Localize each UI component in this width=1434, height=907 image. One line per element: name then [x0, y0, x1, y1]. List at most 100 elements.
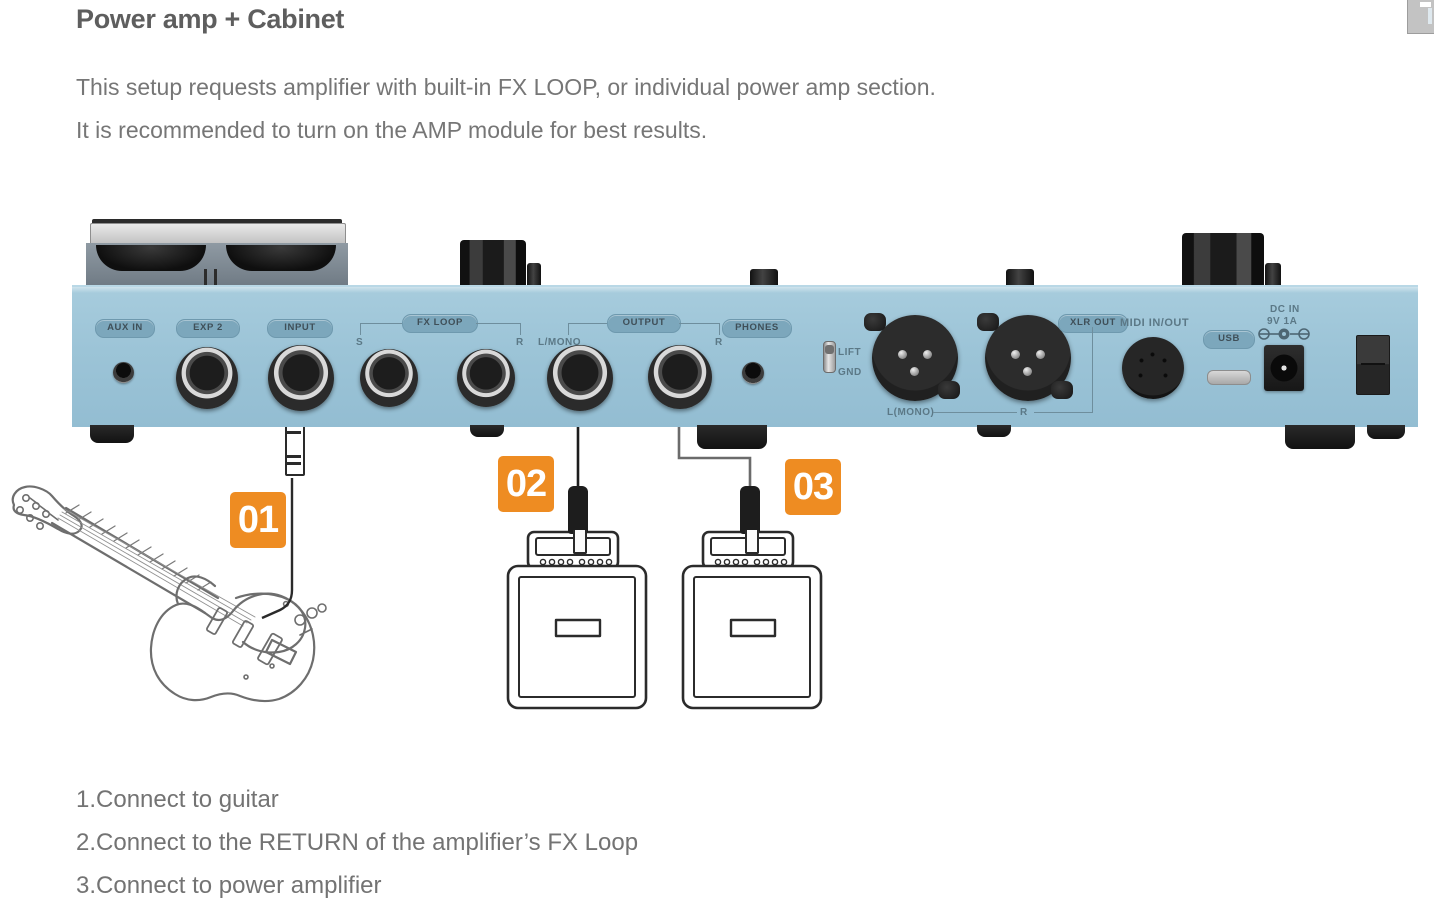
xlr-bracket-line-1 [933, 412, 1017, 413]
xlr-pin-3-right [1023, 367, 1032, 376]
jack-phones[interactable] [742, 362, 764, 384]
intro-paragraph: This setup requests amplifier with built… [76, 66, 936, 152]
amp-stack-left [506, 530, 648, 710]
midi-pin-5 [1163, 373, 1168, 378]
device-foot-far-right [1367, 425, 1405, 439]
usb-port[interactable] [1207, 370, 1251, 385]
xlr-bracket-riser [1092, 327, 1093, 413]
xlr-connector-right[interactable] [977, 313, 1073, 401]
label-phones: PHONES [722, 319, 792, 338]
pedal-spring-left [204, 269, 207, 285]
label-xlr-left: L(MONO) [887, 407, 935, 418]
label-xlr-out: XLR OUT [1058, 314, 1128, 333]
device-foot-mid-left [470, 425, 504, 437]
multi-effects-pedal-rear-panel: AUX IN EXP 2 INPUT FX LOOP S R OUTPUT L/… [72, 219, 1418, 449]
xlr-screw-top-right [977, 313, 999, 331]
label-lift: LIFT [838, 347, 862, 358]
scrollbar-corner-artifact[interactable] [1407, 0, 1434, 34]
step-item-2: 2.Connect to the RETURN of the amplifier… [76, 829, 639, 856]
plug-ring-2 [285, 431, 301, 434]
ground-lift-switch[interactable] [823, 341, 836, 373]
device-foot-center [697, 425, 767, 449]
knob-small-mid-2[interactable] [1006, 269, 1034, 287]
xlr-screw-bottom-right [1051, 381, 1073, 399]
xlr-connector-left[interactable] [864, 313, 960, 401]
pedal-top-edge [92, 219, 342, 226]
dc-polarity-icon [1258, 328, 1310, 340]
output-tick-left [568, 323, 569, 335]
label-usb: USB [1203, 330, 1255, 349]
page-title: Power amp + Cabinet [76, 4, 345, 34]
fx-loop-tick-right [520, 323, 521, 335]
knob-small-mid-1[interactable] [750, 269, 778, 287]
label-output-left: L/MONO [538, 337, 581, 348]
jack-exp-2[interactable] [176, 347, 238, 409]
output-bracket-right [679, 323, 719, 324]
steps-list: 1.Connect to guitar 2.Connect to the RET… [76, 778, 638, 907]
xlr-pin-1-right [1011, 350, 1020, 359]
fx-loop-bracket-left [360, 323, 402, 324]
jack-output-right[interactable] [648, 345, 712, 409]
midi-pin-2 [1139, 358, 1144, 363]
cable-guitar-to-input [261, 478, 294, 620]
label-input: INPUT [267, 319, 333, 338]
output-tick-right [719, 323, 720, 335]
xlr-pin-2-right [1036, 350, 1045, 359]
plug-tip-amp2 [745, 530, 759, 554]
label-fx-loop: FX LOOP [402, 314, 478, 333]
xlr-pin-3-left [910, 367, 919, 376]
label-dc-in-rating: 9V 1A [1267, 316, 1298, 327]
footswitch-right[interactable] [226, 245, 336, 271]
plug-amp1 [568, 486, 588, 534]
midi-connector[interactable] [1122, 337, 1184, 399]
footswitch-left[interactable] [96, 245, 206, 271]
label-midi: MIDI IN/OUT [1120, 317, 1190, 329]
xlr-screw-bottom-left [938, 381, 960, 399]
step-badge-02: 02 [498, 456, 554, 512]
power-switch[interactable] [1356, 335, 1390, 395]
midi-pin-4 [1162, 358, 1167, 363]
jack-fx-loop-return[interactable] [457, 349, 515, 407]
plug-ring-4 [285, 462, 301, 465]
pedal-spring-right [214, 269, 217, 285]
plug-tip-amp1 [573, 530, 587, 554]
label-aux-in: AUX IN [95, 319, 155, 338]
knob-large-left[interactable] [460, 240, 526, 287]
step-item-1: 1.Connect to guitar [76, 786, 279, 813]
intro-line-1: This setup requests amplifier with built… [76, 74, 936, 100]
artifact-highlight [1420, 2, 1431, 7]
intro-line-2: It is recommended to turn on the AMP mod… [76, 117, 708, 143]
label-output: OUTPUT [607, 314, 681, 333]
label-xlr-right: R [1020, 407, 1028, 418]
label-exp-2: EXP 2 [176, 319, 240, 338]
label-fx-loop-return: R [516, 337, 524, 348]
expression-pedal [86, 219, 348, 287]
knob-small-right[interactable] [1265, 263, 1281, 287]
output-bracket-left [568, 323, 607, 324]
jack-aux-in[interactable] [113, 362, 134, 383]
plug-ring-3 [285, 455, 301, 458]
device-foot-left [90, 425, 134, 443]
step-item-3: 3.Connect to power amplifier [76, 872, 382, 899]
device-foot-mid-right [977, 425, 1011, 437]
xlr-screw-top-left [864, 313, 886, 331]
artifact-edge [1428, 8, 1432, 24]
label-fx-loop-send: S [356, 337, 364, 348]
knob-small-left[interactable] [527, 263, 541, 287]
xlr-pin-2-left [923, 350, 932, 359]
midi-pin-3 [1150, 352, 1155, 357]
dc-power-jack[interactable] [1264, 345, 1304, 391]
label-dc-in: DC IN [1270, 304, 1300, 315]
panel-face: AUX IN EXP 2 INPUT FX LOOP S R OUTPUT L/… [72, 285, 1418, 427]
knob-large-right[interactable] [1182, 233, 1264, 287]
midi-pin-1 [1138, 373, 1143, 378]
xlr-pin-1-left [898, 350, 907, 359]
plug-amp2 [740, 486, 760, 534]
jack-input[interactable] [268, 345, 334, 411]
guitar-illustration [11, 485, 327, 703]
jack-fx-loop-send[interactable] [360, 349, 418, 407]
step-badge-03: 03 [785, 459, 841, 515]
label-gnd: GND [838, 367, 862, 378]
jack-output-left[interactable] [547, 345, 613, 411]
